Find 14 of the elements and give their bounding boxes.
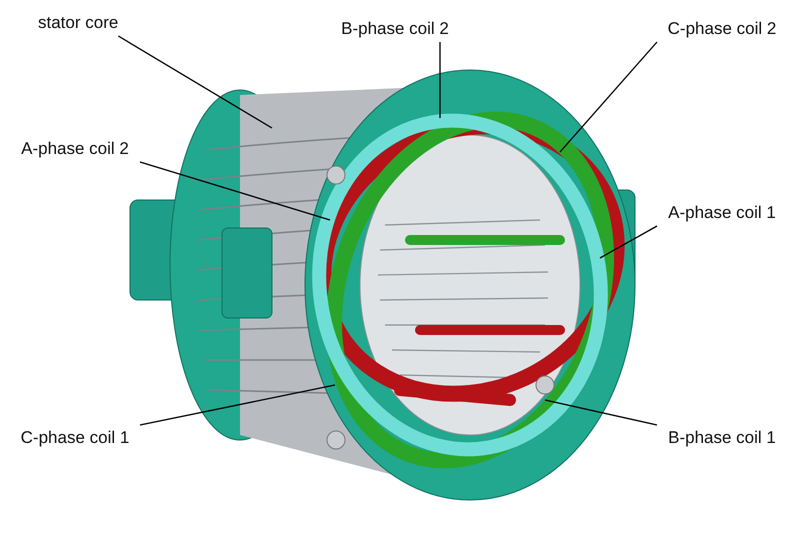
leader-line — [140, 384, 336, 426]
part-label: stator core — [38, 10, 118, 36]
leader-line — [140, 161, 330, 221]
leader-line — [118, 35, 272, 129]
leader-line — [439, 42, 441, 118]
part-label: C-phase coil 1 — [10, 425, 140, 451]
part-label: A-phase coil 2 — [10, 136, 140, 162]
leader-line — [544, 399, 658, 426]
part-label: C-phase coil 2 — [657, 16, 787, 42]
leader-line — [560, 42, 658, 152]
part-label: B-phase coil 2 — [330, 16, 460, 42]
part-label: B-phase coil 1 — [657, 425, 787, 451]
part-label: A-phase coil 1 — [657, 200, 787, 226]
leader-line — [600, 225, 658, 259]
